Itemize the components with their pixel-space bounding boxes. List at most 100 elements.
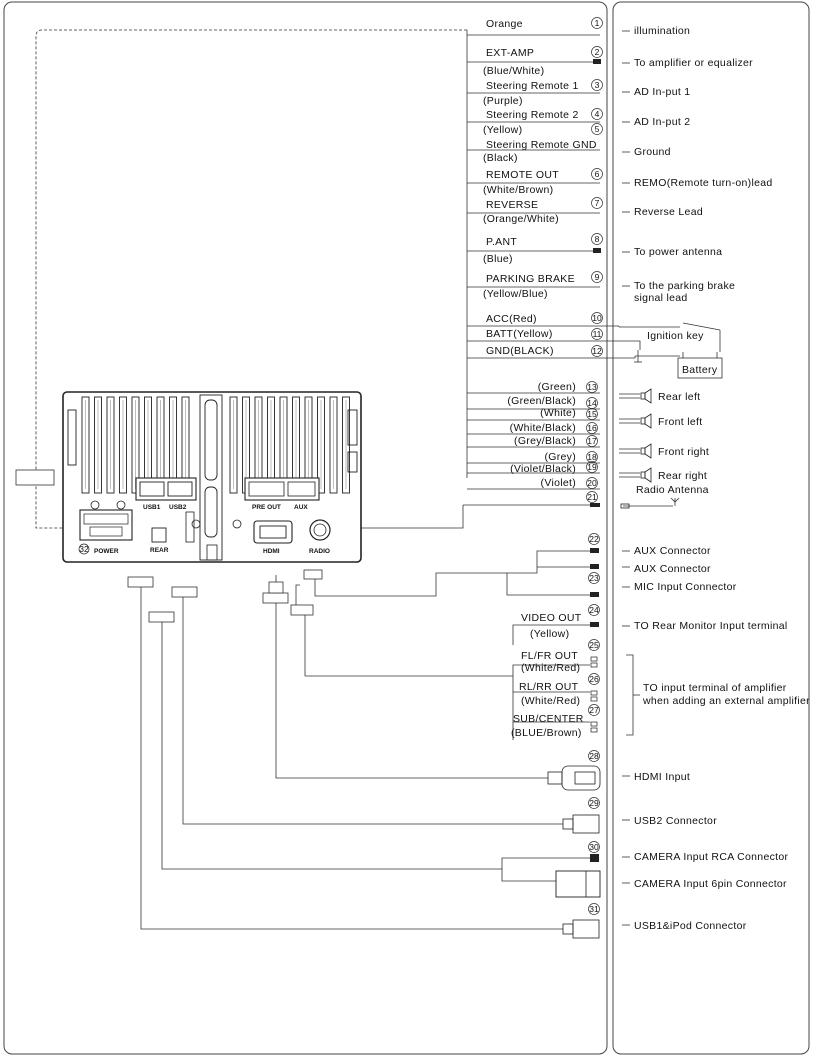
hdmi-port-label: HDMI <box>263 548 280 555</box>
rear-monitor-label: TO Rear Monitor Input terminal <box>634 620 788 632</box>
usb1-port-label: USB1 <box>143 504 161 511</box>
ignition-key-label: Ignition key <box>647 330 704 342</box>
wire-6-color: (White/Brown) <box>483 184 553 196</box>
aux-connector-label-1: AUX Connector <box>634 545 711 557</box>
pin-15: 15 <box>587 409 597 419</box>
camera-rca-label: CAMERA Input RCA Connector <box>634 851 788 863</box>
pin-3: 3 <box>595 80 600 90</box>
wire-3-desc-0: AD In-put 1 <box>634 86 690 98</box>
aux-connector-label-2: AUX Connector <box>634 563 711 575</box>
pin-31: 31 <box>589 904 599 914</box>
wire-5-name: Steering Remote GND <box>486 139 597 151</box>
speaker-label-3: Rear right <box>658 470 707 482</box>
wire-9-name: PARKING BRAKE <box>486 273 575 285</box>
wire-9-desc-1: signal lead <box>634 292 688 304</box>
wire-4-name: Steering Remote 2 <box>486 109 579 121</box>
callout-box-aux <box>303 569 323 580</box>
usb2-connector-label: USB2 Connector <box>634 815 717 827</box>
pin-13: 13 <box>587 382 597 392</box>
rear-port-label: REAR <box>150 547 169 554</box>
pin-26: 26 <box>589 674 599 684</box>
wire-2-color: (Blue/White) <box>483 65 544 77</box>
pin-21: 21 <box>587 492 597 502</box>
pin-5: 5 <box>595 124 600 134</box>
callout-box-preout <box>290 604 314 616</box>
wire-4-color: (Yellow) <box>483 124 522 136</box>
wire-8-name: P.ANT <box>486 236 517 248</box>
radio-port-label: RADIO <box>309 548 330 555</box>
callout-box-usb2 <box>171 586 198 598</box>
wire-5-color: (Black) <box>483 152 518 164</box>
wire-6-desc-0: REMO(Remote turn-on)lead <box>634 177 773 189</box>
pre-out-port-label: PRE OUT <box>252 504 281 511</box>
wire-9-color: (Yellow/Blue) <box>483 288 548 300</box>
wire-1-desc-0: illumination <box>634 25 690 37</box>
pin-28: 28 <box>589 751 599 761</box>
video-out-label: VIDEO OUT <box>521 612 582 624</box>
aux-wires: 22 23 AUX Connector AUX Connector MIC In… <box>314 533 737 597</box>
pin-18: 18 <box>587 452 597 462</box>
battery-label: Battery <box>682 364 718 376</box>
usb1-ipod-label: USB1&iPod Connector <box>634 920 747 932</box>
wire-7-desc-0: Reverse Lead <box>634 206 703 218</box>
callout-box-hdmi <box>262 592 289 604</box>
pin-19: 19 <box>587 462 597 472</box>
preout-27-color: (BLUE/Brown) <box>511 727 582 739</box>
speaker-wire-16-color: (White/Black) <box>510 422 576 434</box>
main-panel-frame <box>3 1 608 1055</box>
head-unit-rear: USB1 USB2 REAR PRE OUT AUX HDMI RADIO 32… <box>62 391 362 563</box>
aux-port-label: AUX <box>294 504 308 511</box>
radio-antenna-label: Radio Antenna <box>636 484 709 496</box>
pin-25: 25 <box>589 640 599 650</box>
speaker-wire-13-color: (Green) <box>538 381 576 393</box>
wire-8-desc-0: To power antenna <box>634 246 722 258</box>
pin-30: 30 <box>589 842 599 852</box>
callout-box-usb1 <box>127 576 154 588</box>
preout-27-name: SUB/CENTER <box>513 713 584 725</box>
pin-8: 8 <box>595 234 600 244</box>
pin-6: 6 <box>595 169 600 179</box>
wire-2-name: EXT-AMP <box>486 47 534 59</box>
pin-14: 14 <box>587 398 597 408</box>
video-out-color: (Yellow) <box>530 628 569 640</box>
callout-box-rear <box>148 611 175 623</box>
hdmi-wire: 28 HDMI Input <box>275 575 690 791</box>
preout-25-color: (White/Red) <box>521 662 580 674</box>
preout-26-color: (White/Red) <box>521 695 580 707</box>
wire-12-name: GND(BLACK) <box>486 345 554 357</box>
usb2-wire: 29 USB2 Connector <box>182 595 717 834</box>
pin-16: 16 <box>587 423 597 433</box>
wire-8-color: (Blue) <box>483 253 513 265</box>
amp-desc-2: when adding an external amplifier <box>642 695 810 707</box>
amp-desc-1: TO input terminal of amplifier <box>643 682 787 694</box>
pin-2: 2 <box>595 47 600 57</box>
power-port-label: POWER <box>94 548 119 555</box>
pin-1: 1 <box>595 18 600 28</box>
wire-11-name: BATT(Yellow) <box>486 328 553 340</box>
antenna-wire: 21 Radio Antenna <box>330 484 709 529</box>
pin-12: 12 <box>592 346 602 356</box>
pin-4: 4 <box>595 109 600 119</box>
video-out-wire: 24 VIDEO OUT (Yellow) TO Rear Monitor In… <box>512 604 788 645</box>
wire-4-desc-0: AD In-put 2 <box>634 116 690 128</box>
power-supply-diagram: Ignition key Battery <box>619 322 723 379</box>
hdmi-input-label: HDMI Input <box>634 771 690 783</box>
pin-22: 22 <box>589 534 599 544</box>
camera-6pin-label: CAMERA Input 6pin Connector <box>634 878 787 890</box>
preout-26-name: RL/RR OUT <box>519 681 579 693</box>
callout-box-hdmi-top <box>268 581 284 594</box>
pin-11: 11 <box>593 329 602 339</box>
usb1-wire: 31 USB1&iPod Connector <box>140 585 747 939</box>
camera-wires: 30 CAMERA Input RCA Connector CAMERA Inp… <box>161 620 788 898</box>
pin-9: 9 <box>595 272 600 282</box>
speaker-wire-19-color: (Violet/Black) <box>510 463 576 475</box>
wire-7-color: (Orange/White) <box>483 213 559 225</box>
speaker-wire-14-color: (Green/Black) <box>507 395 576 407</box>
wire-5-desc-0: Ground <box>634 146 671 158</box>
callout-box-power <box>15 469 55 486</box>
speaker-wire-15-color: (White) <box>540 407 576 419</box>
description-panel-frame <box>612 1 810 1055</box>
mic-connector-label: MIC Input Connector <box>634 581 737 593</box>
